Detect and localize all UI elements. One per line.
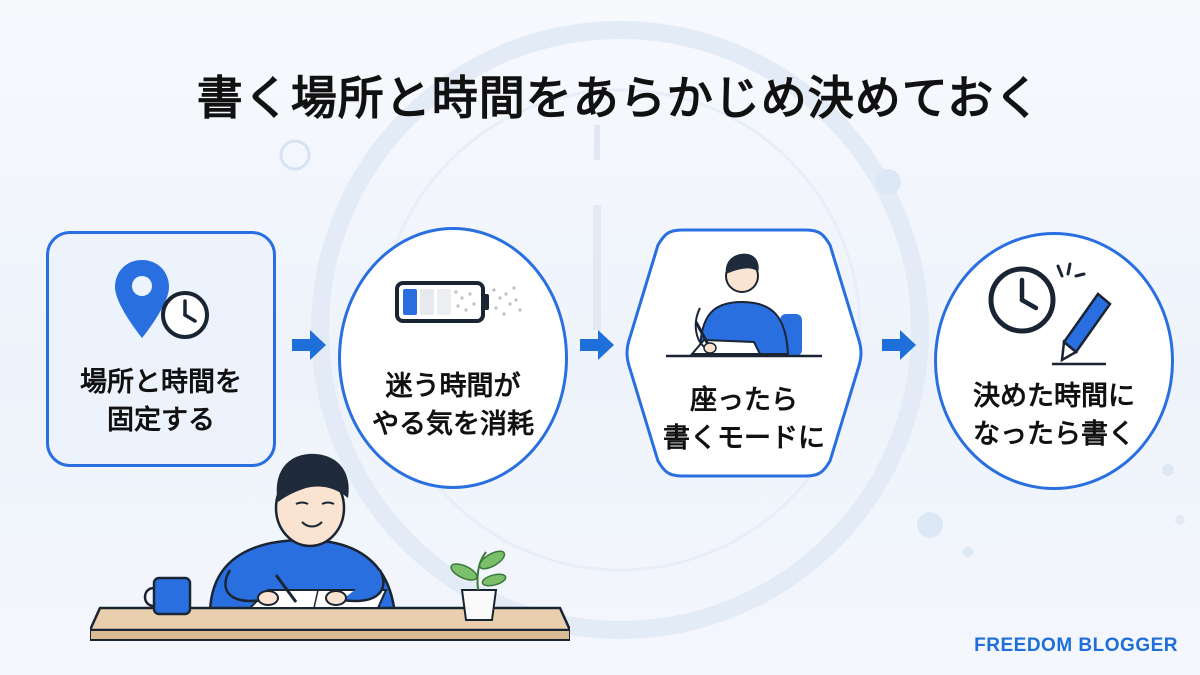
step-1-line2: 固定する <box>107 405 215 436</box>
arrow-right-icon <box>580 330 614 360</box>
step-1-text: 場所と時間を 固定する <box>46 364 276 440</box>
person-writing-at-desk-illustration <box>90 453 570 641</box>
arrow-right-icon <box>292 330 326 360</box>
step-2-line1: 迷う時間が <box>385 371 521 402</box>
low-battery-icon <box>395 281 522 323</box>
writing-person-icon <box>666 253 822 358</box>
clock-icon <box>161 291 209 339</box>
step-4-text: 決めた時間に なったら書く <box>934 378 1174 454</box>
step-2-line2: やる気を消耗 <box>372 409 534 440</box>
location-pin-icon <box>115 260 169 338</box>
arrow-right-icon <box>882 330 916 360</box>
step-2-text: 迷う時間が やる気を消耗 <box>338 368 568 444</box>
step-4-line2: なったら書く <box>973 419 1135 450</box>
step-4-line1: 決めた時間に <box>973 381 1135 412</box>
page-title: 書く場所と時間をあらかじめ決めておく <box>196 71 1042 125</box>
step-3-text: 座ったら 書くモードに <box>624 382 864 458</box>
step-3-line1: 座ったら <box>690 385 798 416</box>
step-3-line2: 書くモードに <box>663 423 825 454</box>
brand-logo-text: FREEDOM BLOGGER <box>974 635 1178 656</box>
step-1-line1: 場所と時間を <box>80 367 242 398</box>
step-card-battery <box>338 227 568 489</box>
clock-icon <box>988 266 1056 334</box>
step-card-write-on-time <box>934 232 1174 490</box>
pen-icon <box>1052 262 1112 366</box>
